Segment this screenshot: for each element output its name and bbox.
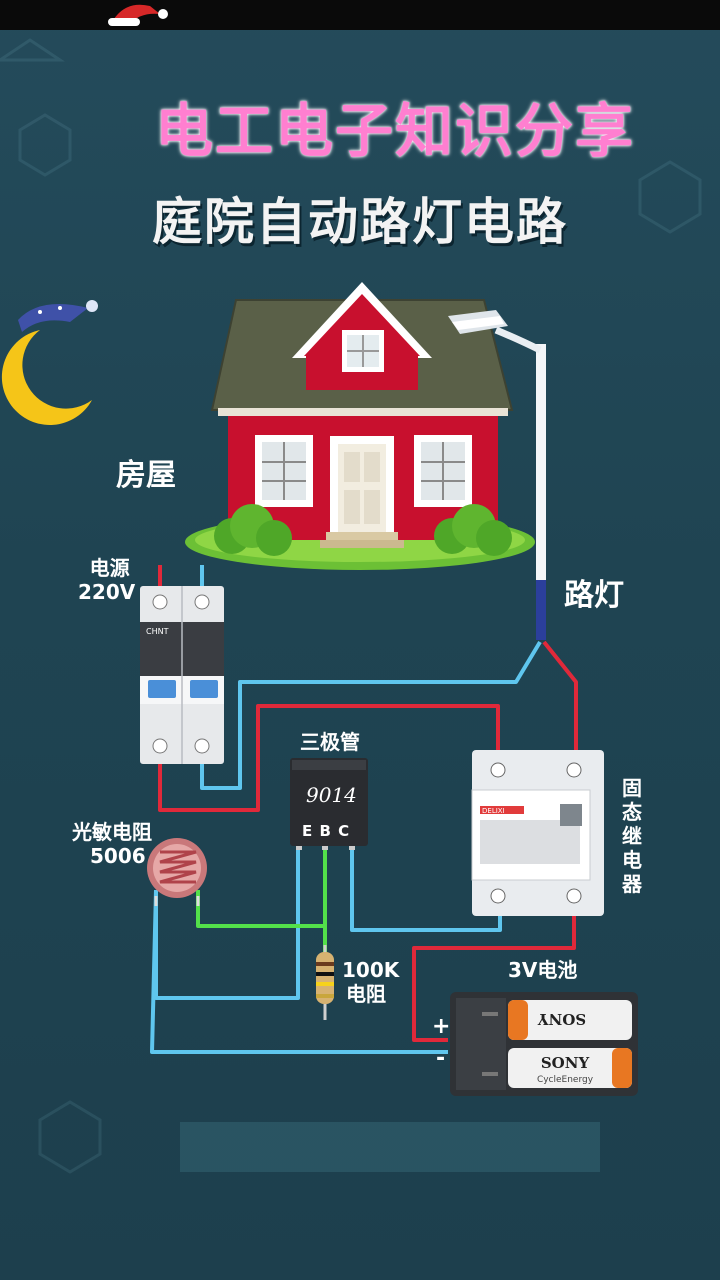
label-resistor: 100K 电阻	[342, 958, 399, 1006]
wire-blue-ldr-to-battery-minus	[150, 889, 448, 1054]
santa-hat-icon	[108, 4, 168, 26]
street-light	[448, 310, 546, 640]
label-photoresistor-line1: 光敏电阻	[72, 820, 152, 844]
transistor-9014	[290, 758, 368, 850]
diagram-title: 庭院自动路灯电路	[152, 193, 568, 251]
label-house: 房屋	[116, 458, 176, 493]
battery-sub-brand: CycleEnergy	[537, 1075, 594, 1085]
bush-right	[434, 504, 512, 556]
photoresistor	[147, 838, 207, 906]
breaker-brand: CHNT	[146, 627, 169, 636]
wire-red-light-to-ssr	[542, 640, 578, 770]
circuit-breaker: CHNT	[140, 586, 224, 764]
wire-red	[158, 565, 578, 1042]
wire-red-ssr-to-battery-plus	[412, 898, 576, 1042]
wire-green	[196, 848, 327, 952]
background-hex-pattern	[0, 38, 702, 1174]
window-right	[414, 435, 472, 507]
window-left	[255, 435, 313, 507]
door	[320, 436, 404, 548]
label-power: 电源 220V	[78, 556, 135, 604]
battery-plus-sign: +	[432, 1014, 451, 1039]
label-ssr: 固态继电器	[622, 776, 642, 896]
transistor-model: 9014	[306, 783, 357, 807]
relay-brand: DELIXI	[482, 807, 505, 815]
battery-minus-sign: -	[436, 1046, 446, 1071]
battery-bottom-brand: SONY	[541, 1054, 590, 1072]
battery-pack: SONY SONY CycleEnergy	[450, 992, 638, 1096]
page-title: 电工电子知识分享	[154, 97, 635, 165]
label-power-line1: 电源	[89, 556, 130, 580]
label-photoresistor: 光敏电阻 5006	[72, 820, 152, 868]
wire-red-breaker-to-ssr	[158, 704, 500, 812]
label-resistor-line1: 100K	[342, 958, 400, 982]
label-photoresistor-line2: 5006	[90, 844, 146, 868]
label-transistor: 三极管	[300, 730, 360, 754]
moon-icon	[1, 300, 98, 425]
bush-left	[214, 504, 292, 556]
battery-top-brand: SONY	[538, 1010, 587, 1028]
solid-state-relay: DELIXI	[471, 750, 604, 916]
resistor-100k	[316, 945, 334, 1020]
label-resistor-line2: 电阻	[346, 982, 386, 1006]
bottom-glow-bar	[180, 1122, 600, 1172]
label-battery: 3V电池	[508, 958, 578, 982]
transistor-pins: E B C	[302, 822, 351, 840]
wire-blue-light-to-breaker	[200, 640, 542, 790]
label-street-light: 路灯	[564, 578, 624, 613]
house-illustration	[185, 282, 535, 570]
label-power-line2: 220V	[78, 580, 136, 604]
wire-green-ldr-to-base	[196, 890, 325, 928]
